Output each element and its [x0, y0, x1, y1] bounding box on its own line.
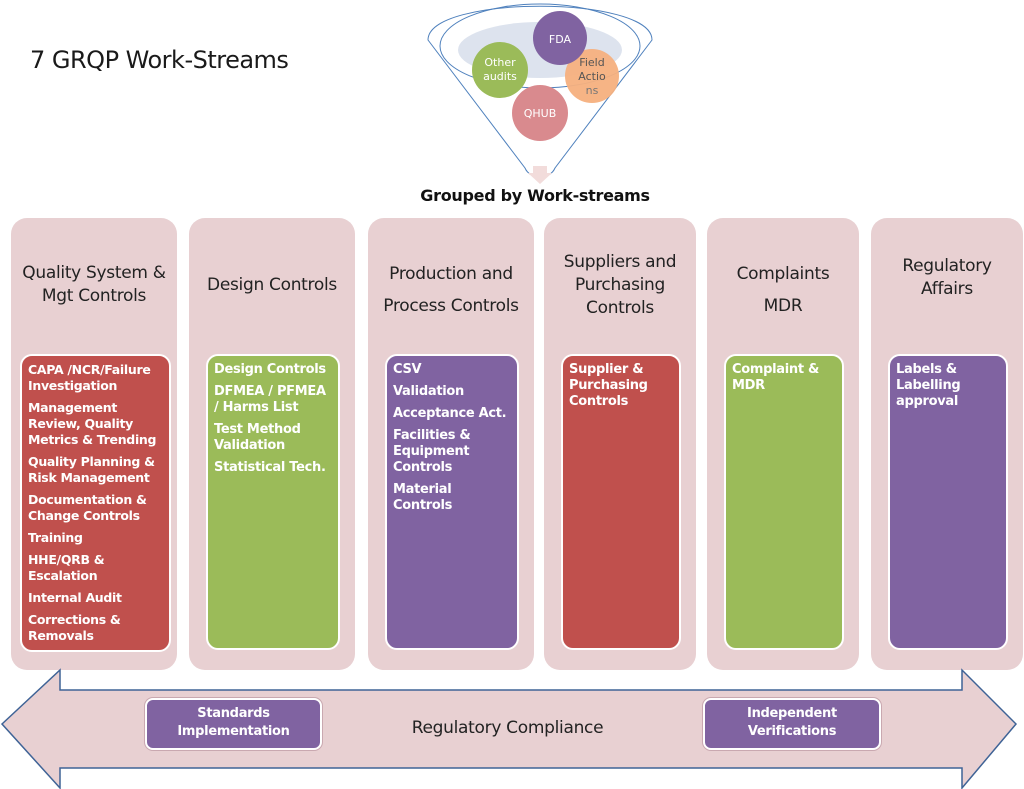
- workstream-item: Test Method Validation: [214, 422, 301, 453]
- workstream-items-box: CAPA /NCR/Failure Investigation Manageme…: [20, 354, 171, 652]
- source-label-field-actions-3: ns: [586, 84, 599, 97]
- workstream-items-box: Labels & Labelling approval: [888, 354, 1008, 650]
- source-label-fda: FDA: [549, 33, 572, 46]
- source-label-qhub: QHUB: [524, 107, 557, 120]
- column-heading: Design Controls: [189, 274, 355, 297]
- workstream-column-suppliers-purchasing: Suppliers and Purchasing Controls Suppli…: [544, 218, 696, 670]
- workstream-item: Management Review, Quality Metrics & Tre…: [28, 400, 157, 447]
- workstream-item: Statistical Tech.: [214, 460, 326, 475]
- workstream-item: Labels & Labelling approval: [896, 362, 961, 409]
- workstream-item: Validation: [393, 384, 464, 399]
- workstream-item: Acceptance Act.: [393, 406, 507, 421]
- workstream-item: Internal Audit: [28, 590, 122, 605]
- funnel-caption: Grouped by Work-streams: [420, 186, 650, 205]
- box-line: Independent: [747, 706, 837, 721]
- column-heading: Regulatory Affairs: [871, 255, 1023, 301]
- workstream-item: DFMEA / PFMEA / Harms List: [214, 384, 326, 415]
- heading-line: Design Controls: [207, 275, 337, 295]
- workstream-item: Design Controls: [214, 362, 326, 377]
- workstream-items-box: Supplier & Purchasing Controls: [561, 354, 681, 650]
- standards-implementation-box: Standards Implementation: [145, 698, 322, 750]
- heading-line: Quality System &: [22, 263, 166, 283]
- workstream-item: CSV: [393, 362, 422, 377]
- workstream-column-design-controls: Design Controls Design Controls DFMEA / …: [189, 218, 355, 670]
- workstream-item: CAPA /NCR/Failure Investigation: [28, 362, 151, 393]
- workstream-item: HHE/QRB & Escalation: [28, 552, 105, 583]
- workstream-item: Training: [28, 530, 83, 545]
- heading-line: Suppliers and: [563, 252, 677, 272]
- diagram-title: 7 GRQP Work-Streams: [30, 46, 289, 74]
- workstream-column-production-process: Production and Process Controls CSV Vali…: [368, 218, 534, 670]
- heading-line: Affairs: [921, 279, 973, 299]
- heading-line: Complaints: [736, 264, 830, 284]
- source-label-field-actions-2: Actio: [578, 70, 606, 83]
- workstream-item: Supplier & Purchasing Controls: [569, 362, 648, 409]
- workstream-item: Complaint & MDR: [732, 362, 820, 393]
- workstream-items-box: Complaint & MDR: [724, 354, 844, 650]
- workstream-item: Documentation & Change Controls: [28, 492, 147, 523]
- down-arrow-icon: [528, 166, 552, 184]
- column-heading: Quality System & Mgt Controls: [11, 262, 177, 308]
- workstream-column-quality-system: Quality System & Mgt Controls CAPA /NCR/…: [11, 218, 177, 670]
- heading-line: Controls: [586, 298, 654, 318]
- workstream-item: Quality Planning & Risk Management: [28, 454, 155, 485]
- heading-line: Production and: [389, 264, 513, 284]
- source-circle-other-audits: [472, 42, 528, 98]
- source-circle-fda: [533, 11, 587, 65]
- heading-line: Process Controls: [383, 296, 519, 316]
- workstream-items-box: Design Controls DFMEA / PFMEA / Harms Li…: [206, 354, 340, 650]
- source-circle-field-actions: [565, 49, 619, 103]
- heading-line: MDR: [763, 296, 803, 316]
- workstream-item: Corrections & Removals: [28, 612, 121, 643]
- workstream-column-regulatory-affairs: Regulatory Affairs Labels & Labelling ap…: [871, 218, 1023, 670]
- workstream-item: Material Controls: [393, 482, 453, 513]
- independent-verifications-box: Independent Verifications: [703, 698, 881, 750]
- box-line: Verifications: [747, 724, 837, 739]
- heading-line: Mgt Controls: [41, 286, 147, 306]
- source-label-other-audits-1: Other: [484, 56, 516, 69]
- column-heading: Suppliers and Purchasing Controls: [544, 251, 696, 320]
- source-circle-qhub: [512, 85, 568, 141]
- workstream-item: Facilities & Equipment Controls: [393, 428, 471, 475]
- funnel-graphic: FDA Other audits Field Actio ns QHUB: [427, 3, 653, 184]
- regulatory-compliance-label: Regulatory Compliance: [411, 718, 604, 738]
- heading-line: Regulatory: [902, 256, 992, 276]
- heading-line: Purchasing: [574, 275, 666, 295]
- source-label-other-audits-2: audits: [483, 70, 517, 83]
- box-line: Implementation: [177, 724, 290, 739]
- column-heading: Complaints MDR: [707, 258, 859, 322]
- workstream-column-complaints-mdr: Complaints MDR Complaint & MDR: [707, 218, 859, 670]
- source-label-field-actions-1: Field: [579, 56, 604, 69]
- box-line: Standards: [197, 706, 270, 721]
- workstream-items-box: CSV Validation Acceptance Act. Facilitie…: [385, 354, 519, 650]
- column-heading: Production and Process Controls: [368, 258, 534, 322]
